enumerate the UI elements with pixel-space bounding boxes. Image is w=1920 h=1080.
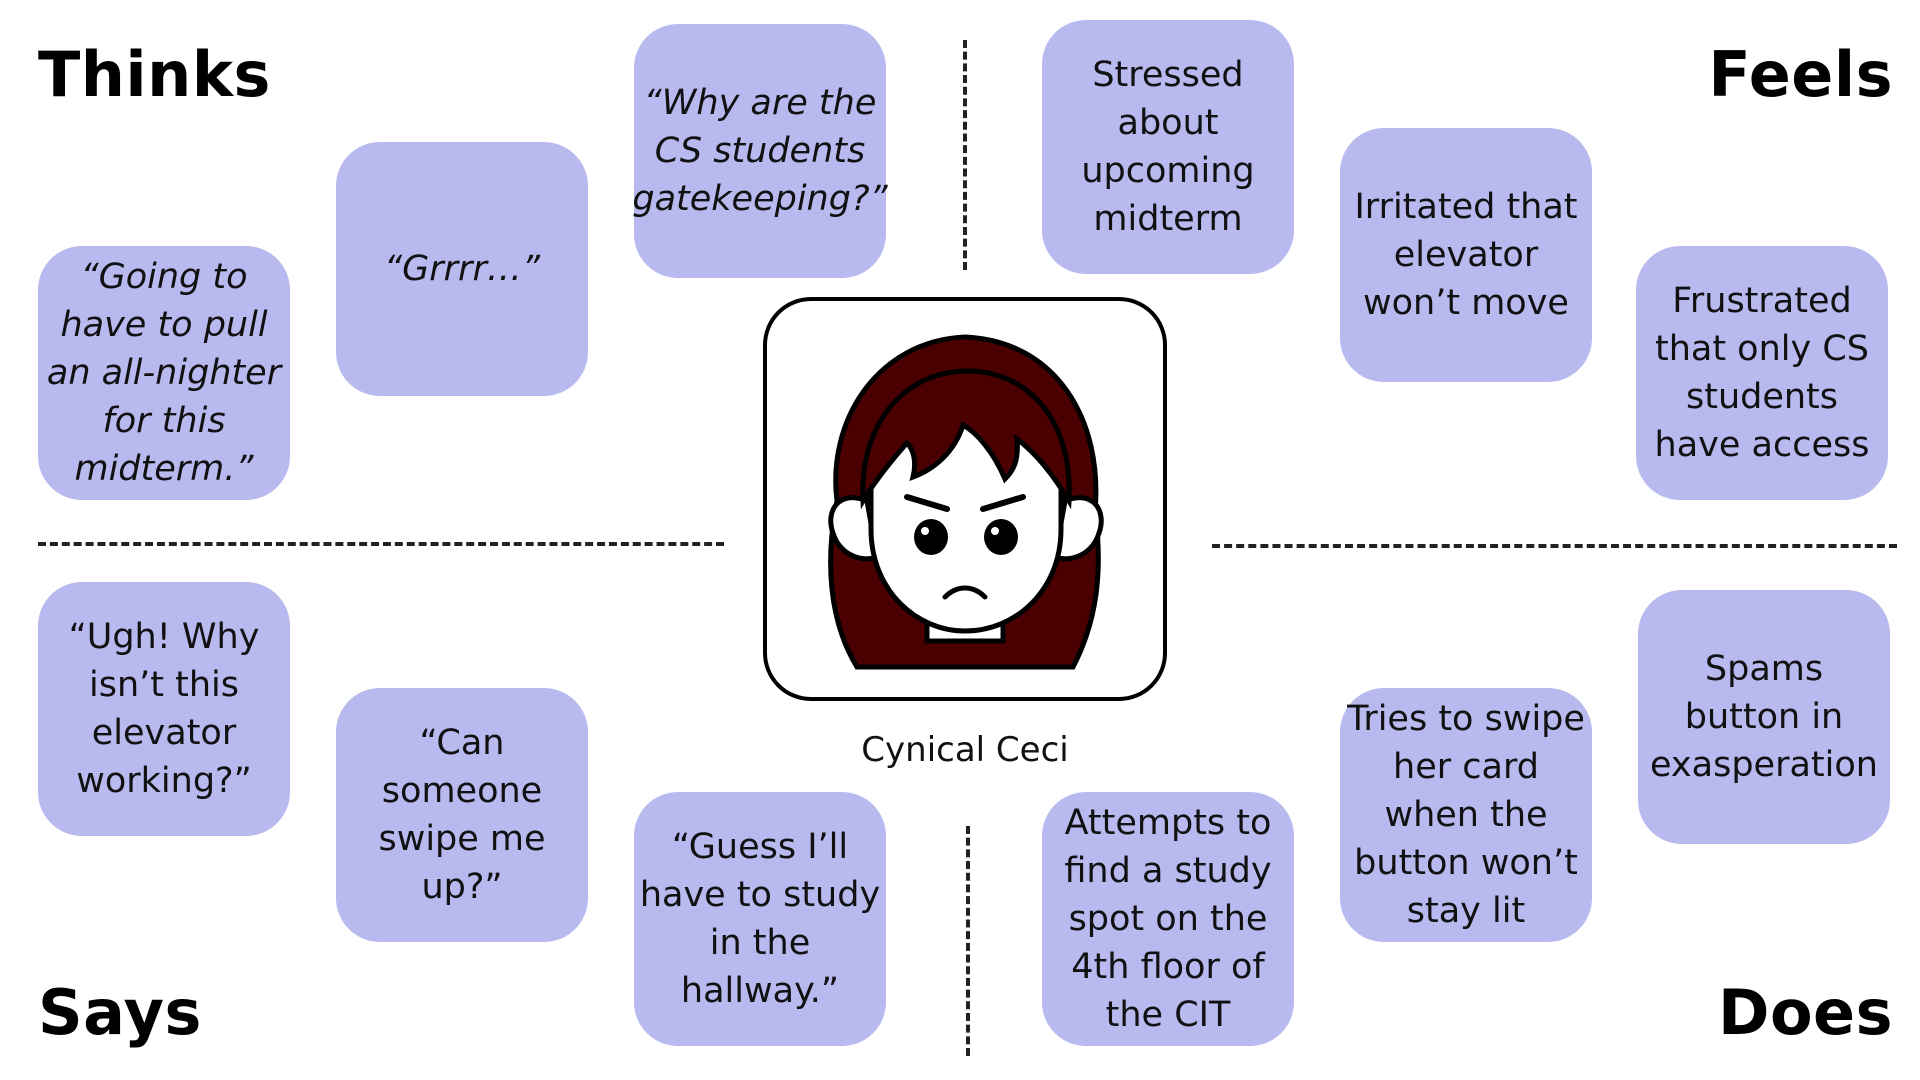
- note-text: “Why are the CS students gatekeeping?”: [632, 83, 888, 219]
- says-note: “Guess I’ll have to study in the hallway…: [634, 792, 886, 1046]
- persona-avatar: [763, 297, 1167, 701]
- note-text: “Going to have to pull an all-nighter fo…: [46, 257, 282, 489]
- does-note: Spams button in exasperation: [1638, 590, 1890, 844]
- note-text: Attempts to find a study spot on the 4th…: [1064, 803, 1272, 1035]
- feels-note: Frustrated that only CS students have ac…: [1636, 246, 1888, 500]
- feels-note: Stressed about upcoming midterm: [1042, 20, 1294, 274]
- says-note: “Ugh! Why isn’t this elevator working?”: [38, 582, 290, 836]
- note-text: Tries to swipe her card when the button …: [1347, 699, 1585, 931]
- thinks-note: “Grrrr…”: [336, 142, 588, 396]
- does-note: Tries to swipe her card when the button …: [1340, 688, 1592, 942]
- divider-right: [1212, 544, 1897, 548]
- feels-heading: Feels: [1708, 38, 1893, 111]
- says-heading: Says: [38, 976, 202, 1049]
- thinks-note: “Going to have to pull an all-nighter fo…: [38, 246, 290, 500]
- note-text: Frustrated that only CS students have ac…: [1654, 281, 1870, 465]
- divider-left: [38, 542, 724, 546]
- note-text: “Guess I’ll have to study in the hallway…: [639, 827, 881, 1011]
- note-text: “Ugh! Why isn’t this elevator working?”: [68, 617, 260, 801]
- note-text: Spams button in exasperation: [1650, 649, 1878, 785]
- divider-top: [963, 40, 967, 270]
- persona-name: Cynical Ceci: [861, 730, 1069, 770]
- divider-bottom: [966, 826, 970, 1056]
- says-note: “Can someone swipe me up?”: [336, 688, 588, 942]
- note-text: Stressed about upcoming midterm: [1081, 55, 1255, 239]
- note-text: “Grrrr…”: [384, 249, 540, 289]
- thinks-heading: Thinks: [38, 38, 271, 111]
- does-note: Attempts to find a study spot on the 4th…: [1042, 792, 1294, 1046]
- frowning-woman-icon: [828, 334, 1104, 670]
- feels-note: Irritated that elevator won’t move: [1340, 128, 1592, 382]
- note-text: “Can someone swipe me up?”: [378, 723, 546, 907]
- thinks-note: “Why are the CS students gatekeeping?”: [632, 24, 888, 278]
- does-heading: Does: [1717, 976, 1893, 1049]
- note-text: Irritated that elevator won’t move: [1354, 187, 1578, 323]
